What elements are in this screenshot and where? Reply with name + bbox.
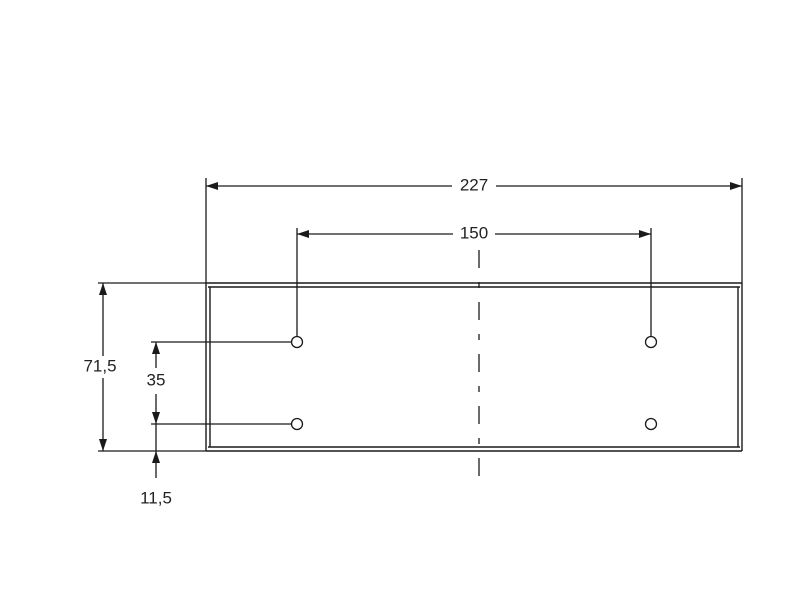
- height-label-background: [80, 356, 120, 378]
- dimension-overall-width: 227: [205, 175, 743, 283]
- arrowhead-offset: [152, 451, 160, 463]
- hole-bottom-left: [290, 417, 304, 431]
- dimension-hole-spacing-horizontal: 150: [296, 223, 652, 336]
- dimension-bottom-offset: 11,5: [140, 424, 172, 507]
- arrowhead-vertical-top: [152, 342, 160, 354]
- hole-bottom-right: [644, 417, 658, 431]
- hole-spacing-horizontal-label: 150: [460, 223, 488, 242]
- arrowhead-left: [206, 182, 218, 190]
- hole-spacing-vertical-label: 35: [147, 370, 166, 389]
- arrowhead-vertical-bottom: [152, 412, 160, 424]
- mounting-holes: [290, 335, 658, 431]
- hole-top-left: [290, 335, 304, 349]
- arrowhead-height-top: [99, 283, 107, 295]
- arrowhead-height-bottom: [99, 439, 107, 451]
- arrowhead-spacing-right: [639, 230, 651, 238]
- hole-top-right: [644, 335, 658, 349]
- dimension-hole-spacing-vertical: 35: [147, 341, 291, 425]
- arrowhead-right: [730, 182, 742, 190]
- overall-height-label: 71,5: [83, 356, 116, 375]
- dimension-overall-height: 71,5: [80, 282, 206, 452]
- bottom-offset-label: 11,5: [140, 488, 172, 507]
- arrowhead-spacing-left: [297, 230, 309, 238]
- overall-width-label: 227: [460, 175, 488, 194]
- mounting-plate: [205, 282, 743, 452]
